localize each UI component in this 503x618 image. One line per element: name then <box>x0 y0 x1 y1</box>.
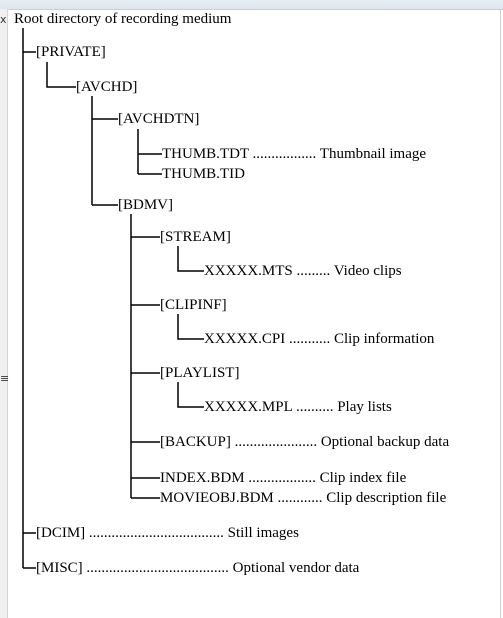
splitter-grip-icon[interactable]: ≡ <box>0 372 10 385</box>
connector-avchd <box>91 96 118 206</box>
connector-bdmv <box>130 214 160 499</box>
node-mpl: XXXXX.MPL .......... Play lists <box>204 399 392 415</box>
node-avchd: [AVCHD] <box>76 79 138 95</box>
node-clipinf: [CLIPINF] <box>160 297 227 313</box>
node-index: INDEX.BDM .................. Clip index … <box>160 470 407 486</box>
node-bdmv: [BDMV] <box>118 197 173 213</box>
node-thumb-tid: THUMB.TID <box>162 166 245 182</box>
node-movieobj: MOVIEOBJ.BDM ............ Clip descripti… <box>160 490 447 506</box>
connector-root <box>22 28 36 569</box>
node-stream: [STREAM] <box>160 229 231 245</box>
connector-avchdtn <box>137 129 162 175</box>
node-cpi: XXXXX.CPI ........... Clip information <box>204 331 435 347</box>
node-dcim: [DCIM] .................................… <box>36 525 299 541</box>
node-misc: [MISC] .................................… <box>36 560 360 576</box>
window-top-bar <box>0 0 503 10</box>
left-panel-edge <box>0 9 8 618</box>
close-icon[interactable]: x <box>0 13 7 26</box>
right-border <box>500 9 501 618</box>
node-private: [PRIVATE] <box>36 44 106 60</box>
connector-playlist <box>177 382 204 408</box>
node-thumb-tdt: THUMB.TDT ................. Thumbnail im… <box>162 146 427 162</box>
connector-clipinf <box>177 314 204 340</box>
node-mts: XXXXX.MTS ......... Video clips <box>204 263 402 279</box>
connector-private <box>46 62 76 88</box>
node-playlist: [PLAYLIST] <box>160 365 240 381</box>
node-backup: [BACKUP] ...................... Optional… <box>160 434 450 450</box>
connector-stream <box>177 246 204 272</box>
node-avchdtn: [AVCHDTN] <box>118 111 200 127</box>
root-directory-label: Root directory of recording medium <box>14 11 232 27</box>
